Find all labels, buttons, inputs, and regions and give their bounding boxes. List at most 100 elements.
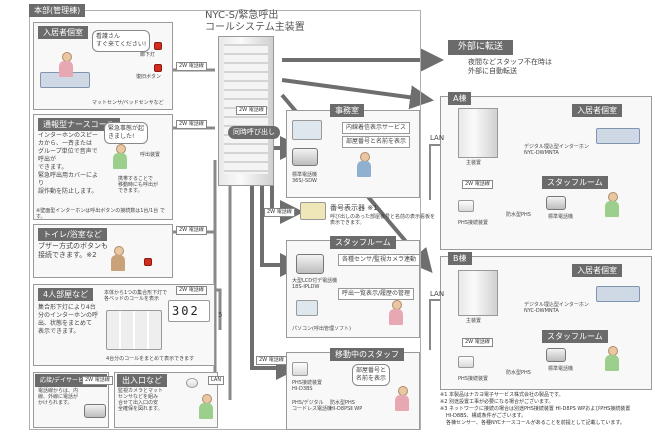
entrance-text: 監視カメラとマット センサなどを組み 合せて出入口の安 全確保を図れます。 <box>118 388 164 412</box>
building-a-tag: A棟 <box>448 92 472 105</box>
external-transfer-label: 外部に転送 <box>448 40 514 55</box>
staff-box-b: 呼出一覧表示/履歴の管理 <box>338 288 415 300</box>
lan-link-a <box>429 144 440 200</box>
entrance-person <box>198 394 214 420</box>
interphone-note: ※壁面型インターホンは呼出ボタンの接続数は1台/1台 です。 <box>36 208 165 220</box>
reception-text: 電話線からは、内 線、外線に電話が かけられます。 <box>38 388 79 406</box>
external-transfer-note: 夜間などスタッフ不在時は 外部に自動転送 <box>468 58 552 75</box>
building-a-phs-unit-label: PHS接続装置 <box>458 220 488 226</box>
number-display-desc: 呼び出しのあった部屋番号と名前の表示看板を 表示できます。 <box>330 214 436 226</box>
resident-room-label: 入居者個室 <box>38 26 88 39</box>
building-a-phs-unit <box>458 200 474 212</box>
number-display-device <box>300 202 326 220</box>
building-b-phs-unit <box>458 356 474 368</box>
building-a-cord-tag: 2W 電話線 <box>462 180 493 189</box>
hall-light-label: 廊下灯 <box>140 52 156 58</box>
footnote-2: ※2 別途設置工事が必要になる場合がございます。 <box>440 399 554 405</box>
building-b-phone-label: 標準電話機 <box>548 366 574 372</box>
building-a-staff-person <box>604 192 620 218</box>
building-b-main-unit <box>458 270 498 316</box>
reset-button[interactable] <box>154 64 162 72</box>
interphone-hint: 緊急呼出用カバーにより 誤作動を防止します。 <box>38 172 99 195</box>
room4-caption: 4台分のコールをまとめて表示できます <box>106 356 195 362</box>
mobile-bubble: 部屋番号と 名前を表示 <box>352 364 391 386</box>
building-b-tag: B棟 <box>448 252 472 265</box>
building-a-bed <box>596 128 640 144</box>
toilet-label: トイレ/浴室など <box>38 228 107 241</box>
staff-box-a: 各種センサ/監視カメラ連動 <box>338 254 421 266</box>
mobile-label: 移動中のスタッフ <box>330 348 404 361</box>
resident-person <box>58 52 74 78</box>
reset-button-label: 復旧ボタン <box>136 74 162 80</box>
room4-panel-note: 本体から1つの集合形下灯で 各ベッドのコールを表示 <box>104 290 168 302</box>
buzzer-button[interactable] <box>144 258 152 266</box>
staff-pc-label: パソコン(呼出管理ソフト) <box>292 326 351 332</box>
building-a-room-label: 入居者個室 <box>572 104 622 117</box>
room4-label: 4人部屋など <box>38 288 94 301</box>
building-a-phone <box>546 196 566 210</box>
footnotes: ※1 本製品はナカヨ電子サービス株式会社の製品です。 ※2 別途設置工事が必要に… <box>440 392 652 430</box>
reception-phone <box>84 404 106 418</box>
footnote-4: HI-D8BS、構成条件がございます。 <box>446 413 527 419</box>
main-building-frame <box>29 10 421 430</box>
office-label: 事務室 <box>330 104 364 117</box>
center-cord-tag: 2W 電話線 <box>236 106 267 115</box>
arrow-mobile <box>250 170 300 380</box>
mobile-phs-unit <box>292 362 308 376</box>
number-display-cord: 2W 電話線 <box>264 208 295 217</box>
building-b-interphone: デジタル埋込型インターホン NYC-DWMNTA <box>524 302 589 314</box>
toilet-cord-tag: 2W 電話線 <box>176 226 207 235</box>
footnote-1: ※1 本製品はナカヨ電子サービス株式会社の製品です。 <box>440 392 564 398</box>
building-a-phs: 防水型PHS <box>506 212 531 218</box>
office-phone-name: 標準電話機 36S/-SDW <box>292 172 318 184</box>
building-a-lan: LAN <box>430 134 445 142</box>
interphone-label: 通報型ナースコール <box>38 118 120 131</box>
office-screen-phone <box>292 120 322 140</box>
room4-interphones <box>106 310 162 350</box>
office-person <box>356 152 372 178</box>
building-b-phs: 防水型PHS <box>506 370 531 376</box>
building-b-phs-unit-label: PHS接続装置 <box>458 376 488 382</box>
room4-cord-tag: 2W 電話線 <box>176 286 207 295</box>
resident-cord-tag: 2W 電話線 <box>176 62 207 71</box>
room4-text: 集合形下灯により4台 分のインターホンの呼 出、状態をまとめて 表示できます。 <box>38 304 99 335</box>
staff-person <box>112 144 128 170</box>
carry-note: 携帯することで 移動時にも呼出が できます。 <box>118 176 159 194</box>
office-box-b: 部屋番号と名前を表示 <box>342 136 411 148</box>
entrance-lan-tag: LAN <box>208 376 225 385</box>
main-building-label: 本部(管理棟) <box>29 4 86 17</box>
staff-big-phone <box>296 254 324 274</box>
building-b-cord-tag: 2W 電話線 <box>462 338 493 347</box>
building-b-staff-person <box>604 346 620 372</box>
reception-cord-tag: 2W 電話線 <box>82 376 113 385</box>
mobile-phs-cordless: PHS/デジタル コードレス電話機 <box>292 400 333 412</box>
building-a-main-unit <box>458 108 498 158</box>
building-b-lan: LAN <box>430 290 445 298</box>
staff-room-label: スタッフルーム <box>330 236 396 249</box>
mobile-phs-unit-name: PHS接続装置 HI-D3BS <box>292 380 322 392</box>
building-b-phone <box>546 348 566 362</box>
footnote-5: 各棟センサー、各種NYCナースコールがあることを前提として記載しています。 <box>446 420 625 426</box>
link-room4 <box>215 288 222 330</box>
building-a-main-unit-label: 主装置 <box>466 160 482 166</box>
interphone-cord-tag: 2W 電話線 <box>176 120 207 129</box>
resident-bubble: 看護さん すぐ来てください! <box>92 30 151 52</box>
staff-big-phone-name: 大型LCD付デ電話機 18S-IPLDW <box>292 278 338 290</box>
room4-display <box>168 300 210 322</box>
building-b-bed <box>596 286 640 302</box>
call-device-label: 呼出装置 <box>140 152 161 158</box>
footnote-3: ※3 ネットワークに接続の場合は別途PHS接続装置 HI-D8PS WPおよびP… <box>440 406 631 412</box>
toilet-person <box>110 246 126 272</box>
office-box-a: 内線着信表示サービス <box>342 122 411 134</box>
toilet-text: ブザー方式のボタンも 接続できます。※2 <box>38 242 108 259</box>
arrow-building-a <box>281 78 434 110</box>
mat-sensor-label: マットセンサ/ベッドセンサなど <box>92 100 164 106</box>
mobile-person <box>394 386 410 412</box>
building-b-room-label: 入居者個室 <box>572 264 622 277</box>
simultaneous-call-tag: 同時呼び出し <box>228 126 280 139</box>
hall-light-indicator <box>154 42 162 50</box>
room4-display-value: 302 <box>172 304 200 318</box>
building-a-phone-label: 標準電話機 <box>548 214 574 220</box>
building-b-main-unit-label: 主装置 <box>466 318 482 324</box>
number-display-name: 番号表示器 ※1 <box>330 204 378 212</box>
